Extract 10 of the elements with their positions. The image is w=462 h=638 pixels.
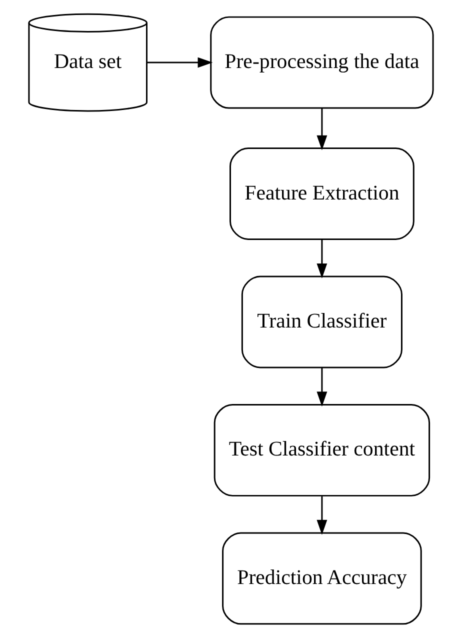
arrow	[316, 108, 328, 150]
node-box: Prediction Accuracy	[222, 532, 422, 625]
node-box: Train Classifier	[241, 276, 402, 368]
node-box: Pre-processing the data	[210, 16, 434, 109]
arrow	[316, 240, 328, 278]
node-box: Test Classifier content	[214, 404, 430, 496]
arrow	[316, 368, 328, 407]
node-box: Feature Extraction	[230, 148, 414, 240]
arrow	[316, 496, 328, 535]
arrow	[146, 57, 213, 68]
